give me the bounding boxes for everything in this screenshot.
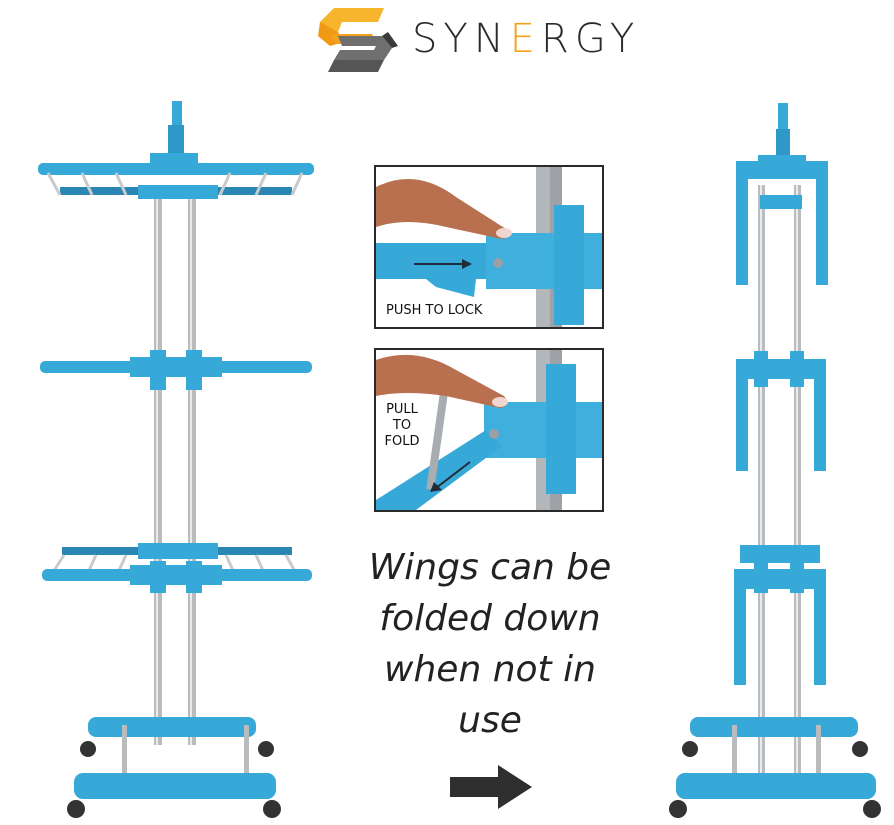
pull-to-fold-inset: PULL TO FOLD (374, 348, 604, 512)
push-to-lock-label: PUSH TO LOCK (386, 303, 483, 318)
brand-logo: SYNERGY (312, 2, 672, 74)
pull-to-fold-label: PULL TO FOLD (384, 402, 420, 449)
push-to-lock-inset: PUSH TO LOCK (374, 165, 604, 329)
hinge-folding-photo (376, 350, 602, 510)
hinge-locked-photo (376, 167, 602, 327)
fold-caption: Wings can be folded down when not in use (368, 547, 612, 741)
brand-wordmark: SYNERGY (412, 16, 641, 62)
arrow-right-icon (450, 765, 532, 809)
arrow-right-icon (414, 259, 472, 269)
folded-rack-illustration (669, 103, 881, 818)
unfolded-rack-illustration (38, 101, 314, 818)
brand-accent-letter: E (509, 16, 542, 62)
s-block-logo-icon (318, 8, 398, 72)
arrow-down-left-icon (430, 461, 471, 492)
